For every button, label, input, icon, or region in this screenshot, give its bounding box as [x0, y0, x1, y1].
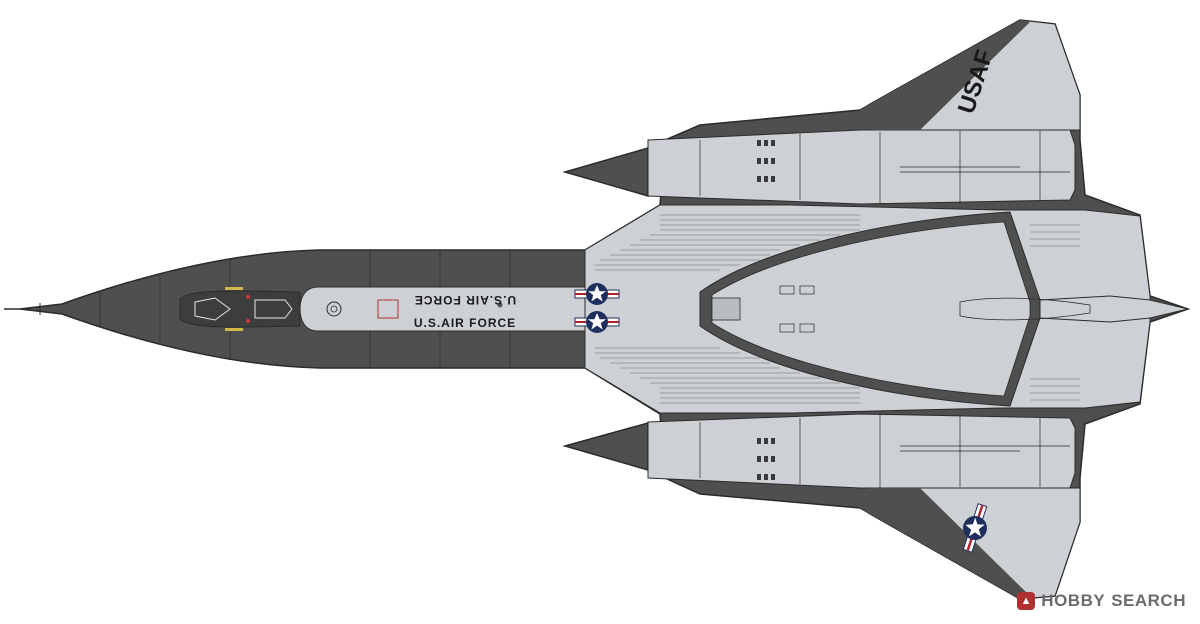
cockpit-warning-dot	[245, 294, 251, 300]
fuselage-marking-bottom: U.S.AIR FORCE	[414, 316, 516, 330]
wing-corrugations	[595, 214, 1080, 404]
panel-hatch	[799, 323, 815, 333]
tail-inner-outline	[959, 297, 1091, 321]
front-canopy-frame	[194, 297, 231, 321]
bottom-wing-leading-edge	[860, 488, 1030, 599]
center-body	[699, 211, 1189, 407]
us-star-and-bar-icon	[574, 283, 620, 305]
bottom-inlet-spike	[562, 422, 649, 471]
nose-probe	[4, 303, 41, 315]
nacelle-vents	[757, 140, 775, 480]
fuel-vent-dot	[497, 302, 503, 308]
panel-hatch	[779, 285, 795, 295]
fuselage-marking-top: U.S.AIR FORCE	[414, 293, 516, 307]
tail-cone	[1039, 295, 1189, 323]
bottom-nacelle	[647, 413, 1076, 489]
engine-accessory-box	[711, 297, 741, 321]
watermark-brand-suffix: SEARCH	[1111, 591, 1186, 610]
rear-canopy-frame	[254, 299, 293, 319]
watermark: ▲ HOBBY SEARCH	[1017, 591, 1186, 611]
cockpit-stencil	[225, 328, 243, 331]
cockpit	[179, 287, 301, 331]
cockpit-canopy	[179, 290, 301, 328]
nacelle-details	[699, 131, 1070, 488]
panel-hatch	[799, 285, 815, 295]
top-wing-leading-edge	[860, 20, 1030, 130]
us-star-and-bar-icon	[962, 503, 988, 553]
us-star-and-bar-icon	[574, 311, 620, 333]
refuel-receptacle	[326, 301, 342, 317]
cockpit-stencil	[225, 287, 243, 290]
watermark-brand: HOBBY	[1041, 591, 1106, 610]
center-body-inner	[711, 221, 1031, 397]
hobby-search-logo-icon: ▲	[1017, 592, 1036, 610]
cockpit-warning-dot	[245, 318, 251, 324]
fuselage-access-hatch	[377, 299, 399, 319]
top-inlet-spike	[562, 147, 649, 197]
panel-hatch	[779, 323, 795, 333]
